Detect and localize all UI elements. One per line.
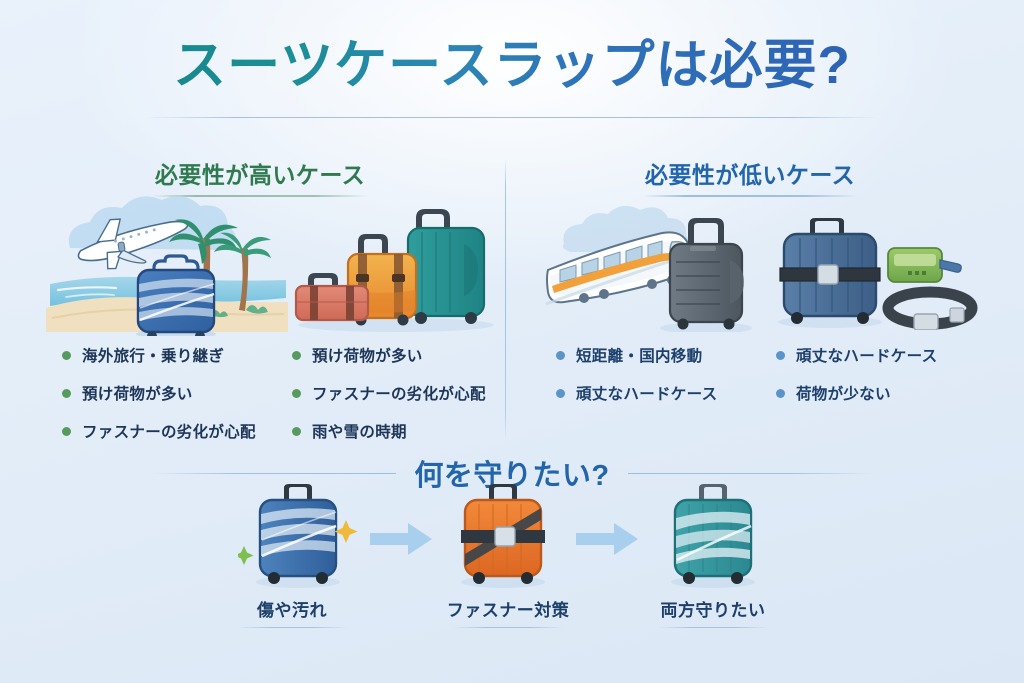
section-underline-blue <box>642 195 858 197</box>
list-item-label: 預け荷物が多い <box>82 386 193 403</box>
bottom-rule-right <box>627 472 874 474</box>
beach-travel-scene-illustration <box>42 196 292 336</box>
flow-caption-underline <box>658 627 768 628</box>
bullet-dot-icon <box>556 388 565 398</box>
flow-caption-label: 両方守りたい <box>660 601 766 620</box>
list-item: 預け荷物が多い <box>292 336 486 374</box>
bullet-list-low-need-col2: 頑丈なハードケース 荷物が少ない <box>776 336 937 412</box>
list-item-label: 頑丈なハードケース <box>576 386 718 403</box>
arrow-right-icon-1 <box>370 522 434 556</box>
section-divider <box>505 158 506 440</box>
flow-caption-label: ファスナー対策 <box>446 601 570 620</box>
section-header-low-need: 必要性が低いケース <box>620 156 880 197</box>
bullet-dot-icon <box>292 388 301 398</box>
bottom-rule-left <box>150 472 397 474</box>
title-divider <box>146 117 878 118</box>
section-title-low-need: 必要性が低いケース <box>644 162 856 188</box>
list-item-label: 頑丈なハードケース <box>796 348 938 365</box>
orange-suitcase-with-straps-illustration <box>443 484 563 590</box>
flow-caption-2: ファスナー対策 <box>413 596 603 628</box>
bullet-dot-icon <box>62 426 71 436</box>
flow-caption-3: 両方守りたい <box>618 596 808 628</box>
list-item: 頑丈なハードケース <box>556 374 717 412</box>
list-item-label: 海外旅行・乗り継ぎ <box>82 348 225 365</box>
bullet-dot-icon <box>62 388 71 398</box>
list-item: 頑丈なハードケース <box>776 336 937 374</box>
train-and-hardcase-illustration <box>540 200 760 332</box>
title-block: スーツケースラップは必要? <box>0 38 1024 94</box>
bullet-list-high-need-col1: 海外旅行・乗り継ぎ 預け荷物が多い ファスナーの劣化が心配 <box>62 336 256 450</box>
bullet-dot-icon <box>556 350 565 360</box>
wrapped-teal-suitcase-illustration <box>653 484 773 590</box>
list-item-label: 雨や雪の時期 <box>312 424 407 441</box>
belted-suitcase-tag-belt-illustration <box>770 218 985 330</box>
arrow-right-icon-2 <box>576 522 640 556</box>
flow-caption-label: 傷や汚れ <box>257 601 327 620</box>
list-item: 雨や雪の時期 <box>292 412 486 450</box>
list-item-label: 短距離・国内移動 <box>576 348 703 365</box>
list-item-label: 預け荷物が多い <box>312 348 423 365</box>
section-underline-green <box>152 195 368 197</box>
section-title-high-need: 必要性が高いケース <box>154 162 366 188</box>
bullet-list-low-need-col1: 短距離・国内移動 頑丈なハードケース <box>556 336 717 412</box>
list-item: ファスナーの劣化が心配 <box>62 412 256 450</box>
list-item: 短距離・国内移動 <box>556 336 717 374</box>
list-item: 預け荷物が多い <box>62 374 256 412</box>
bullet-dot-icon <box>292 426 301 436</box>
bullet-dot-icon <box>292 350 301 360</box>
page-title: スーツケースラップは必要? <box>173 36 851 95</box>
list-item: 海外旅行・乗り継ぎ <box>62 336 256 374</box>
bullet-dot-icon <box>776 350 785 360</box>
flow-caption-1: 傷や汚れ <box>197 596 387 628</box>
flow-caption-underline <box>237 627 347 628</box>
three-suitcases-illustration <box>288 198 503 334</box>
bullet-dot-icon <box>62 350 71 360</box>
list-item-label: ファスナーの劣化が心配 <box>82 424 256 441</box>
flow-caption-underline <box>453 627 563 628</box>
bullet-dot-icon <box>776 388 785 398</box>
list-item: 荷物が少ない <box>776 374 937 412</box>
bullet-list-high-need-col2: 預け荷物が多い ファスナーの劣化が心配 雨や雪の時期 <box>292 336 486 450</box>
list-item-label: ファスナーの劣化が心配 <box>312 386 486 403</box>
section-header-high-need: 必要性が高いケース <box>130 156 390 197</box>
list-item-label: 荷物が少ない <box>796 386 891 403</box>
wrapped-blue-suitcase-illustration <box>238 484 358 590</box>
list-item: ファスナーの劣化が心配 <box>292 374 486 412</box>
